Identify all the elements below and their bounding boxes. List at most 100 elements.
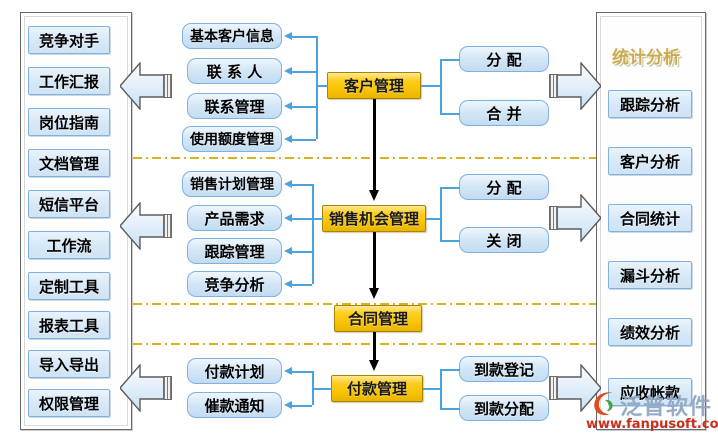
node-credit-limit-management[interactable]: 使用额度管理 — [182, 126, 282, 152]
node-basic-customer-info[interactable]: 基本客户信息 — [182, 23, 282, 49]
node-label: 付款计划 — [204, 362, 265, 381]
core-label: 合同管理 — [347, 310, 408, 328]
arrowhead-r1-child1 — [284, 31, 292, 40]
connector-r4-child1 — [292, 371, 312, 373]
stat-item-label: 跟踪分析 — [619, 95, 680, 114]
connector-r2-core-to-bus — [312, 218, 323, 220]
stat-item-performance-analysis[interactable]: 绩效分析 — [608, 318, 692, 346]
arrowhead-r4-child2 — [284, 400, 292, 409]
node-payment-plan[interactable]: 付款计划 — [187, 358, 282, 384]
sidebar-item-job-guide[interactable]: 岗位指南 — [28, 108, 110, 136]
section-separator-1 — [133, 157, 596, 159]
sidebar-item-document-mgmt[interactable]: 文档管理 — [28, 149, 110, 177]
block-arrow-outline — [551, 194, 601, 242]
node-payment-reminder[interactable]: 催款通知 — [187, 392, 282, 418]
node-label: 合 并 — [486, 104, 522, 123]
node-assign-opportunity[interactable]: 分 配 — [459, 174, 549, 200]
connector-r4-child2 — [292, 405, 312, 407]
connector-r1-child4 — [292, 139, 316, 141]
node-payment-allocation[interactable]: 到款分配 — [459, 395, 549, 421]
node-contact-person[interactable]: 联 系 人 — [187, 58, 282, 84]
stat-item-funnel-analysis[interactable]: 漏斗分析 — [608, 261, 692, 289]
node-label: 到款分配 — [473, 399, 534, 418]
core-module-payment-management[interactable]: 付款管理 — [331, 375, 423, 402]
stat-item-receivables[interactable]: 应收帐款 — [608, 378, 692, 406]
flow-line-opportunity-to-contract — [373, 232, 376, 290]
connector-r2-rchild2 — [440, 240, 460, 242]
core-label: 付款管理 — [346, 380, 407, 398]
sidebar-item-label: 定制工具 — [38, 277, 99, 296]
block-arrow-tail — [163, 74, 172, 98]
node-label: 产品需求 — [204, 209, 265, 228]
node-merge-customer[interactable]: 合 并 — [459, 100, 549, 126]
connector-r1-core-to-rbus — [421, 85, 441, 87]
node-label: 分 配 — [486, 50, 522, 69]
connector-r2-child2 — [292, 218, 312, 220]
block-arrow-right-row4 — [549, 364, 601, 412]
sidebar-item-label: 文档管理 — [38, 154, 99, 173]
connector-r1-left-bus — [316, 36, 318, 139]
sidebar-item-custom-tools[interactable]: 定制工具 — [28, 272, 110, 300]
sidebar-item-workflow[interactable]: 工作流 — [28, 231, 110, 259]
block-arrow-outline — [551, 62, 601, 110]
node-label: 跟踪管理 — [204, 242, 265, 261]
connector-r1-rchild1 — [440, 59, 460, 61]
node-close-opportunity[interactable]: 关 闭 — [459, 227, 549, 253]
right-panel-inner-border — [600, 16, 702, 426]
stat-item-label: 客户分析 — [619, 152, 680, 171]
sidebar-item-permission-mgmt[interactable]: 权限管理 — [28, 389, 110, 417]
node-payment-registration[interactable]: 到款登记 — [459, 356, 549, 382]
sidebar-item-label: 权限管理 — [38, 394, 99, 413]
sidebar-item-import-export[interactable]: 导入导出 — [28, 350, 110, 378]
right-panel-title: 统计分析 — [612, 48, 680, 68]
connector-r2-left-bus — [312, 184, 314, 284]
stat-item-contract-stats[interactable]: 合同统计 — [608, 204, 692, 232]
stat-item-tracking-analysis[interactable]: 跟踪分析 — [608, 90, 692, 118]
connector-r4-left-bus — [312, 371, 314, 405]
arrowhead-r2-child1 — [284, 179, 292, 188]
node-sales-plan-management[interactable]: 销售计划管理 — [182, 171, 282, 197]
stat-item-customer-analysis[interactable]: 客户分析 — [608, 147, 692, 175]
node-contact-management[interactable]: 联系管理 — [187, 93, 282, 119]
connector-r2-child3 — [292, 251, 312, 253]
node-assign-customer[interactable]: 分 配 — [459, 46, 549, 72]
arrowhead-r1-child3 — [284, 101, 292, 110]
connector-r2-rchild1 — [440, 187, 460, 189]
connector-r4-rchild1 — [440, 369, 460, 371]
sidebar-item-competitor[interactable]: 竞争对手 — [28, 26, 110, 54]
stat-item-label: 漏斗分析 — [619, 266, 680, 285]
node-label: 到款登记 — [473, 360, 534, 379]
node-product-requirement[interactable]: 产品需求 — [187, 205, 282, 231]
sidebar-item-report-tools[interactable]: 报表工具 — [28, 311, 110, 339]
connector-r1-child3 — [292, 106, 316, 108]
sidebar-item-work-report[interactable]: 工作汇报 — [28, 67, 110, 95]
section-separator-2 — [133, 303, 596, 305]
flow-line-contract-to-payment — [373, 332, 376, 362]
block-arrow-tail — [549, 376, 558, 400]
flow-arrowhead-2 — [368, 288, 379, 299]
stat-item-label: 应收帐款 — [619, 383, 680, 402]
node-label: 联系管理 — [204, 97, 265, 116]
arrowhead-r1-child2 — [284, 66, 292, 75]
sidebar-item-label: 短信平台 — [38, 195, 99, 214]
sidebar-item-sms-platform[interactable]: 短信平台 — [28, 190, 110, 218]
block-arrow-left-row4 — [120, 364, 172, 412]
connector-r1-child2 — [292, 71, 316, 73]
sidebar-item-label: 导入导出 — [38, 355, 99, 374]
core-module-sales-opportunity-management[interactable]: 销售机会管理 — [322, 205, 426, 232]
connector-r1-core-to-bus — [316, 85, 328, 87]
block-arrow-right-row1 — [549, 62, 601, 110]
block-arrow-tail — [163, 376, 172, 400]
sidebar-item-label: 报表工具 — [38, 316, 99, 335]
block-arrow-tail — [549, 74, 558, 98]
connector-r2-child4 — [292, 284, 312, 286]
core-module-contract-management[interactable]: 合同管理 — [334, 305, 422, 332]
connector-r2-right-bus — [440, 187, 442, 240]
node-tracking-management[interactable]: 跟踪管理 — [187, 238, 282, 264]
node-competitive-analysis[interactable]: 竞争分析 — [187, 271, 282, 297]
connector-r4-core-to-bus — [312, 388, 332, 390]
block-arrow-outline — [551, 364, 601, 412]
connector-r4-core-to-rbus — [423, 388, 441, 390]
core-module-customer-management[interactable]: 客户管理 — [327, 72, 421, 99]
